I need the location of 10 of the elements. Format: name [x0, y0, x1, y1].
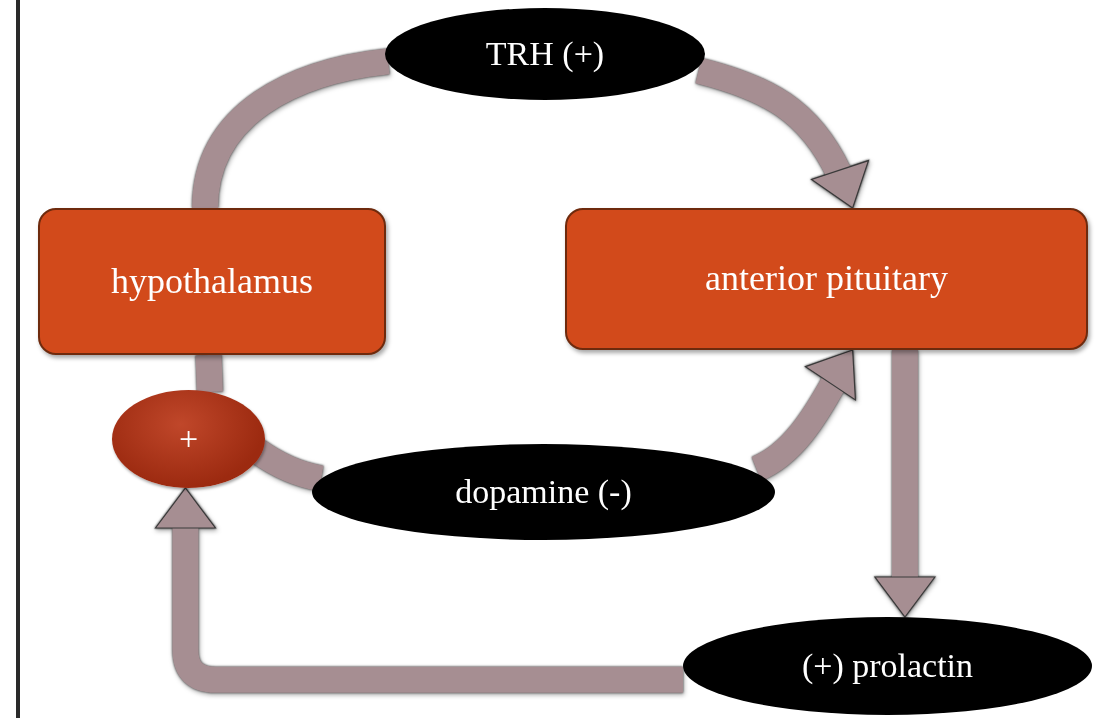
arrow [154, 487, 683, 693]
node-label: hypothalamus [111, 261, 313, 302]
node-label: (+) prolactin [801, 647, 974, 685]
node-label: TRH (+) [485, 35, 605, 73]
arrow [874, 350, 936, 618]
node-label: + [178, 420, 199, 458]
organ-box [565, 208, 1088, 350]
node-label: dopamine (-) [455, 473, 632, 511]
organ-box [38, 208, 386, 355]
node-label: anterior pituitary [705, 259, 948, 299]
